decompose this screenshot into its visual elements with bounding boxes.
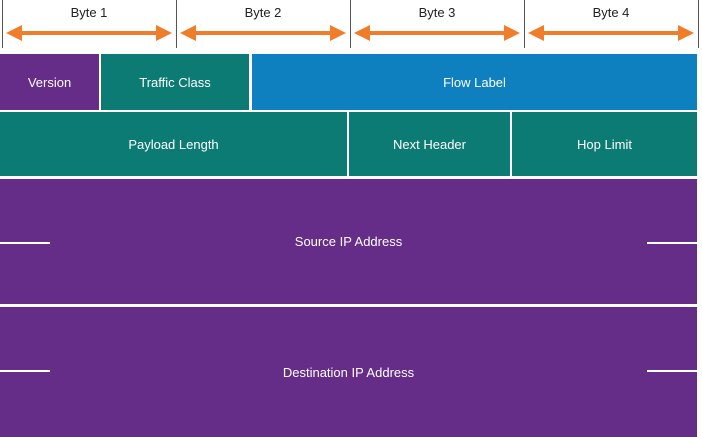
field-next-header: Next Header bbox=[349, 112, 510, 176]
byte-span-arrow-3 bbox=[354, 25, 520, 41]
field-hop-limit: Hop Limit bbox=[512, 112, 697, 176]
byte-label-2: Byte 2 bbox=[244, 5, 282, 20]
field-traffic-class: Traffic Class bbox=[101, 54, 249, 110]
byte-span-arrow-4 bbox=[528, 25, 694, 41]
byte-separator bbox=[2, 0, 3, 48]
byte-separator bbox=[176, 0, 177, 48]
byte-span-arrow-1 bbox=[6, 25, 172, 41]
continuation-mark bbox=[0, 242, 50, 244]
byte-span-arrow-2 bbox=[180, 25, 346, 41]
field-flow-label: Flow Label bbox=[252, 54, 697, 110]
continuation-mark bbox=[0, 370, 50, 372]
byte-separator bbox=[350, 0, 351, 48]
field-source-ip-address: Source IP Address bbox=[0, 179, 697, 304]
byte-separator bbox=[524, 0, 525, 48]
byte-label-4: Byte 4 bbox=[592, 5, 630, 20]
field-payload-length: Payload Length bbox=[0, 112, 347, 176]
byte-separator bbox=[698, 0, 699, 48]
field-destination-ip-address: Destination IP Address bbox=[0, 307, 697, 437]
field-version: Version bbox=[0, 54, 99, 110]
continuation-mark bbox=[647, 242, 697, 244]
continuation-mark bbox=[647, 370, 697, 372]
byte-label-1: Byte 1 bbox=[70, 5, 108, 20]
byte-label-3: Byte 3 bbox=[418, 5, 456, 20]
